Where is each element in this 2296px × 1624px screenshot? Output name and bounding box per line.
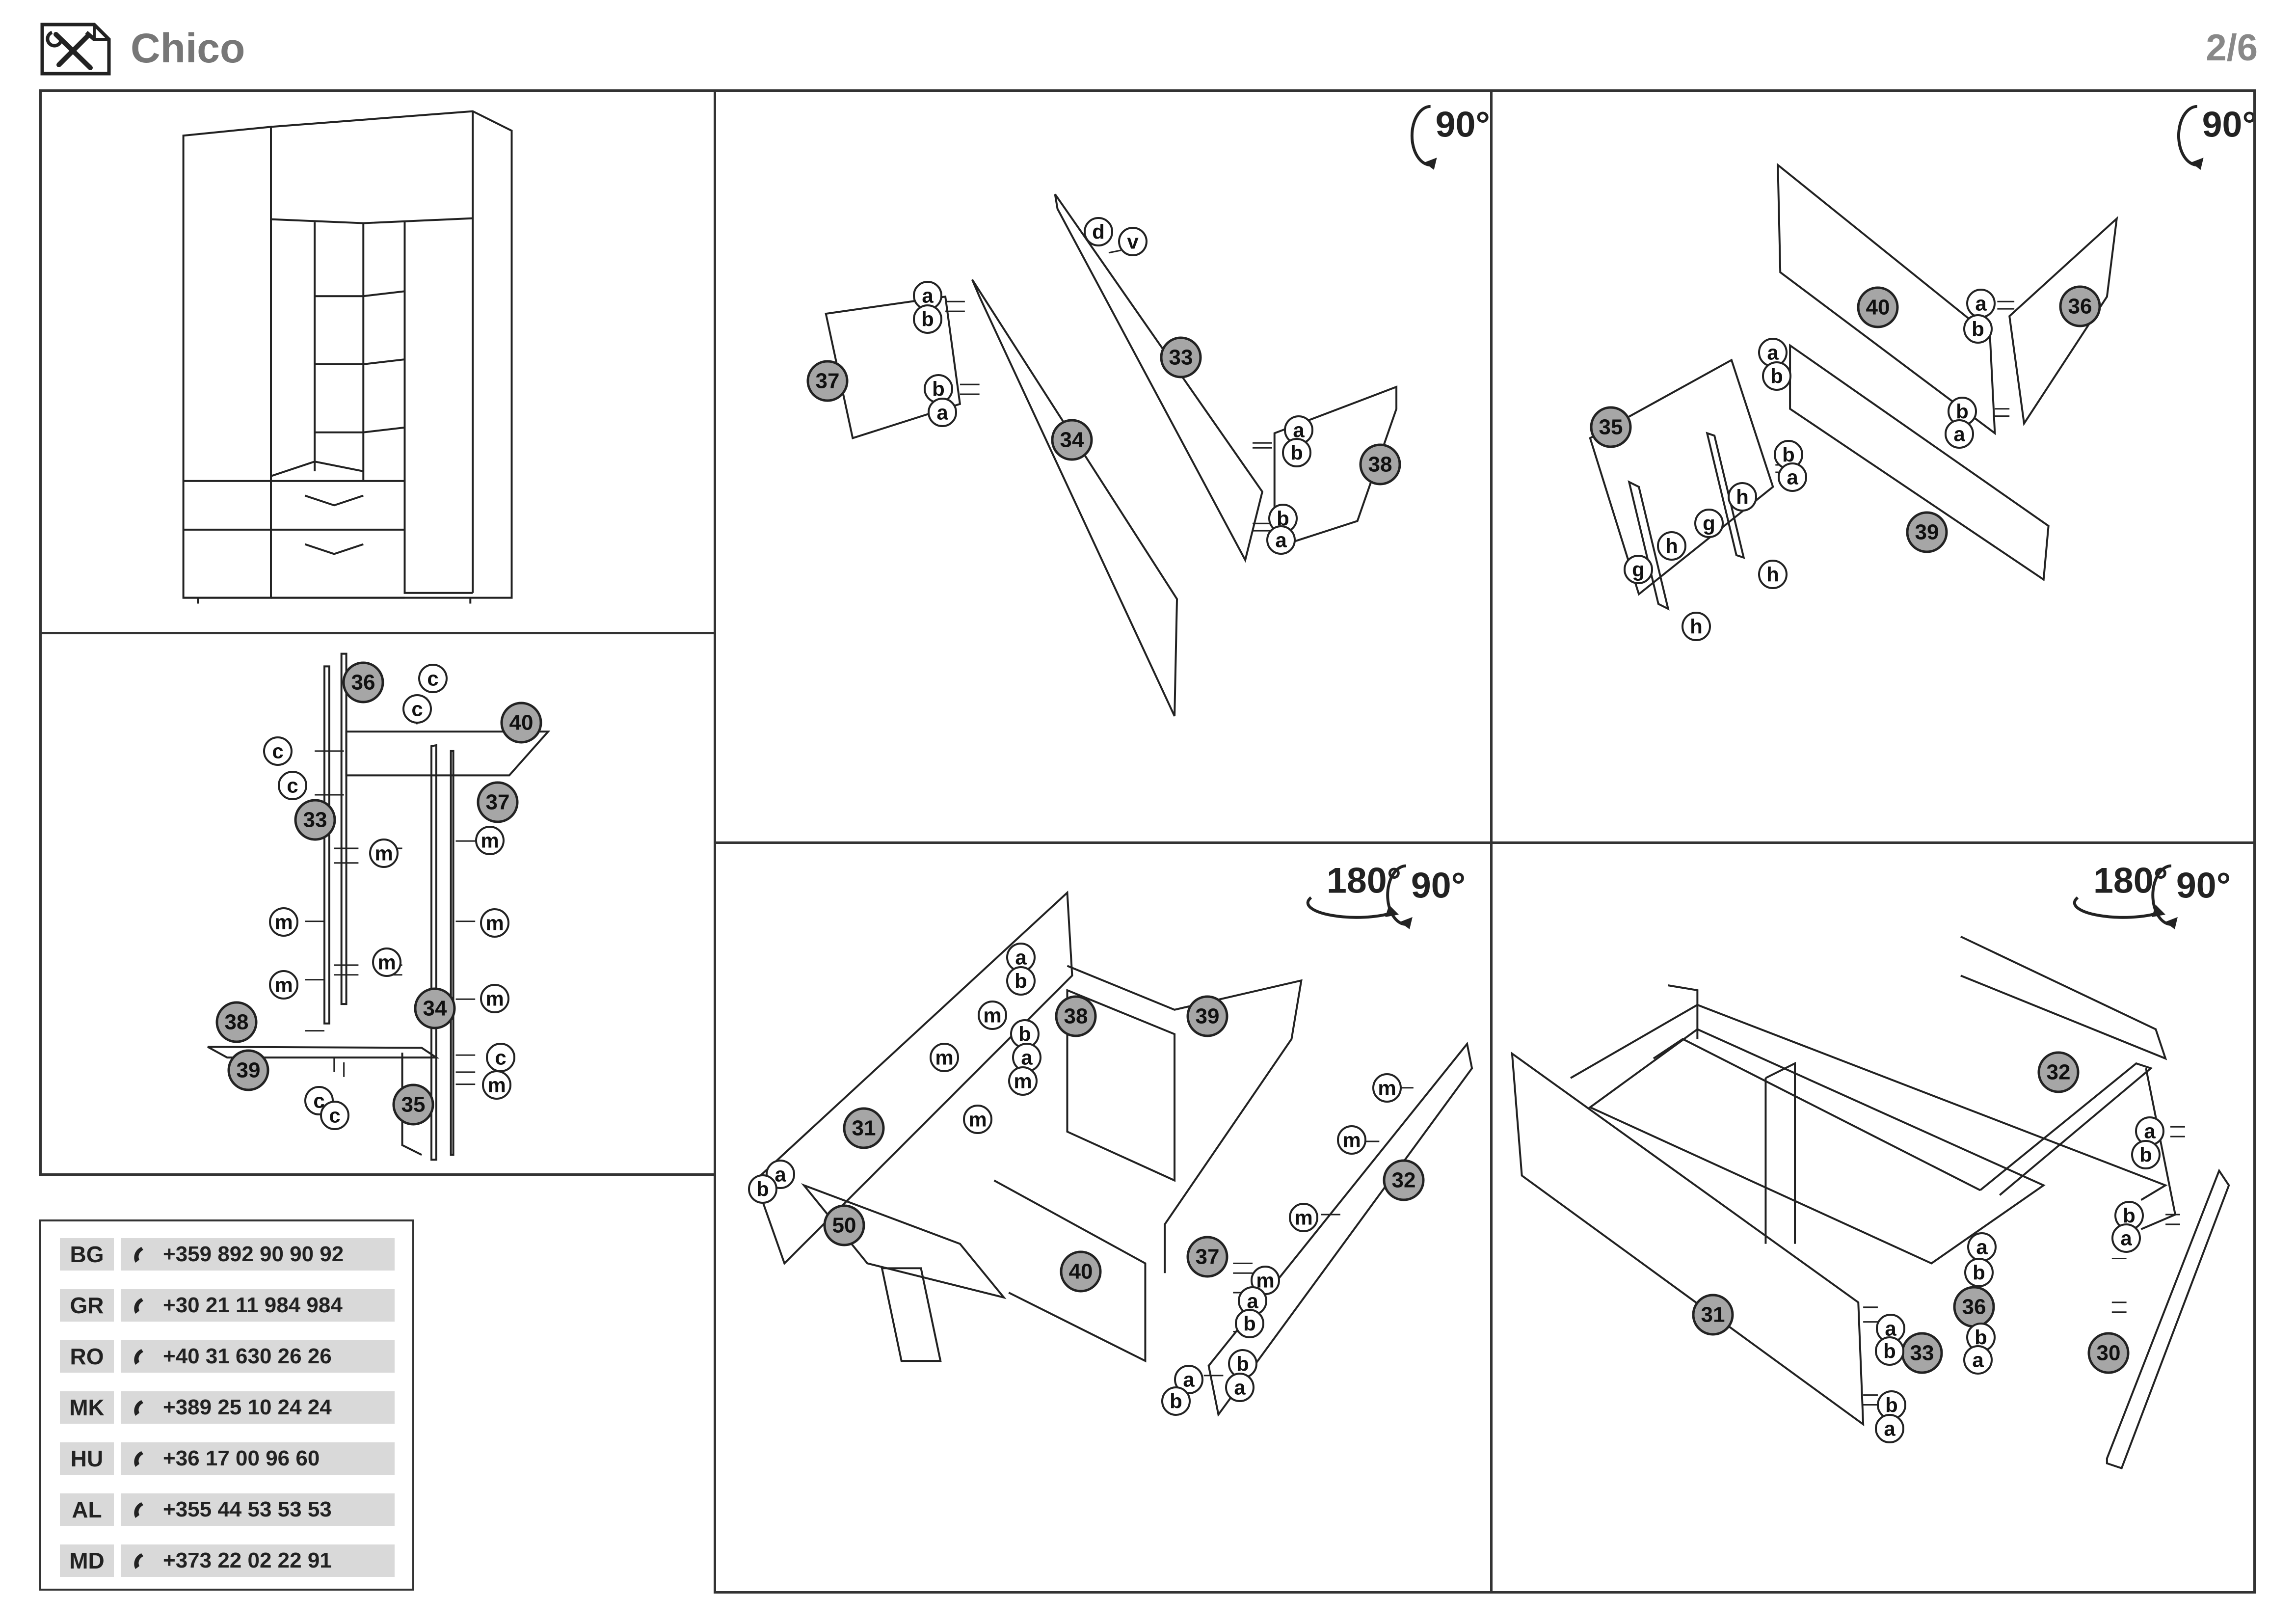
- phone-number[interactable]: +30 21 11 984 984: [163, 1293, 343, 1317]
- phone-cell: +30 21 11 984 984: [121, 1289, 395, 1322]
- phone-number[interactable]: +373 22 02 22 91: [163, 1548, 332, 1572]
- rotation-label-a: 180°: [1327, 860, 1401, 900]
- country-code: HU: [60, 1442, 114, 1475]
- country-code: MK: [60, 1391, 114, 1424]
- country-code: GR: [60, 1289, 114, 1322]
- phone-icon: [134, 1502, 143, 1518]
- phone-cell: +359 892 90 90 92: [121, 1238, 395, 1271]
- document-title: Chico: [131, 25, 245, 71]
- phone-icon: [134, 1349, 143, 1365]
- phone-icon: [134, 1298, 143, 1314]
- step-4-panel: 90° 180°: [714, 841, 1493, 1594]
- rotation-label-b: 90°: [2176, 865, 2231, 905]
- phone-number[interactable]: +389 25 10 24 24: [163, 1395, 332, 1419]
- phone-icon: [134, 1451, 143, 1467]
- phone-cell: +389 25 10 24 24: [121, 1391, 395, 1424]
- step-3-drawing: 90°: [1589, 104, 2253, 611]
- rotation-label: 90°: [1436, 104, 1490, 144]
- phone-cell: +355 44 53 53 53: [121, 1493, 395, 1526]
- contact-table: BG +359 892 90 90 92 GR +30 21 11 984 98…: [39, 1219, 414, 1591]
- step-4-drawing: 90° 180°: [754, 860, 1473, 1417]
- phone-icon: [134, 1247, 143, 1263]
- page-header: Chico 2/6: [0, 0, 2296, 83]
- step-5-drawing: 90° 180°: [1511, 860, 2231, 1470]
- country-code: BG: [60, 1238, 114, 1271]
- step-3-panel: 90°: [1490, 89, 2256, 844]
- phone-number[interactable]: +355 44 53 53 53: [163, 1497, 332, 1521]
- rotation-label-b: 90°: [1411, 865, 1466, 905]
- rotate-arrow-icon: [1410, 105, 1431, 167]
- step-2-drawing: 90°: [825, 104, 1490, 717]
- phone-cell: +36 17 00 96 60: [121, 1442, 395, 1475]
- step-1-drawing: [207, 652, 551, 1161]
- phone-icon: [134, 1553, 143, 1569]
- page-number: 2/6: [2206, 27, 2258, 69]
- rotation-label: 90°: [2202, 104, 2253, 144]
- phone-cell: +40 31 630 26 26: [121, 1340, 395, 1373]
- phone-cell: +373 22 02 22 91: [121, 1544, 395, 1577]
- step-1-panel: [39, 632, 717, 1176]
- tools-icon: [40, 23, 111, 76]
- rotation-label-a: 180°: [2093, 860, 2168, 900]
- step-5-panel: 90° 180°: [1490, 841, 2256, 1594]
- phone-icon: [134, 1400, 143, 1416]
- overview-panel: [39, 89, 717, 634]
- phone-number[interactable]: +359 892 90 90 92: [163, 1242, 344, 1266]
- country-code: AL: [60, 1493, 114, 1526]
- country-code: MD: [60, 1544, 114, 1577]
- phone-number[interactable]: +36 17 00 96 60: [163, 1446, 320, 1470]
- step-2-panel: 90°: [714, 89, 1493, 844]
- wardrobe-overview-drawing: [182, 110, 513, 604]
- country-code: RO: [60, 1340, 114, 1373]
- phone-number[interactable]: +40 31 630 26 26: [163, 1344, 332, 1368]
